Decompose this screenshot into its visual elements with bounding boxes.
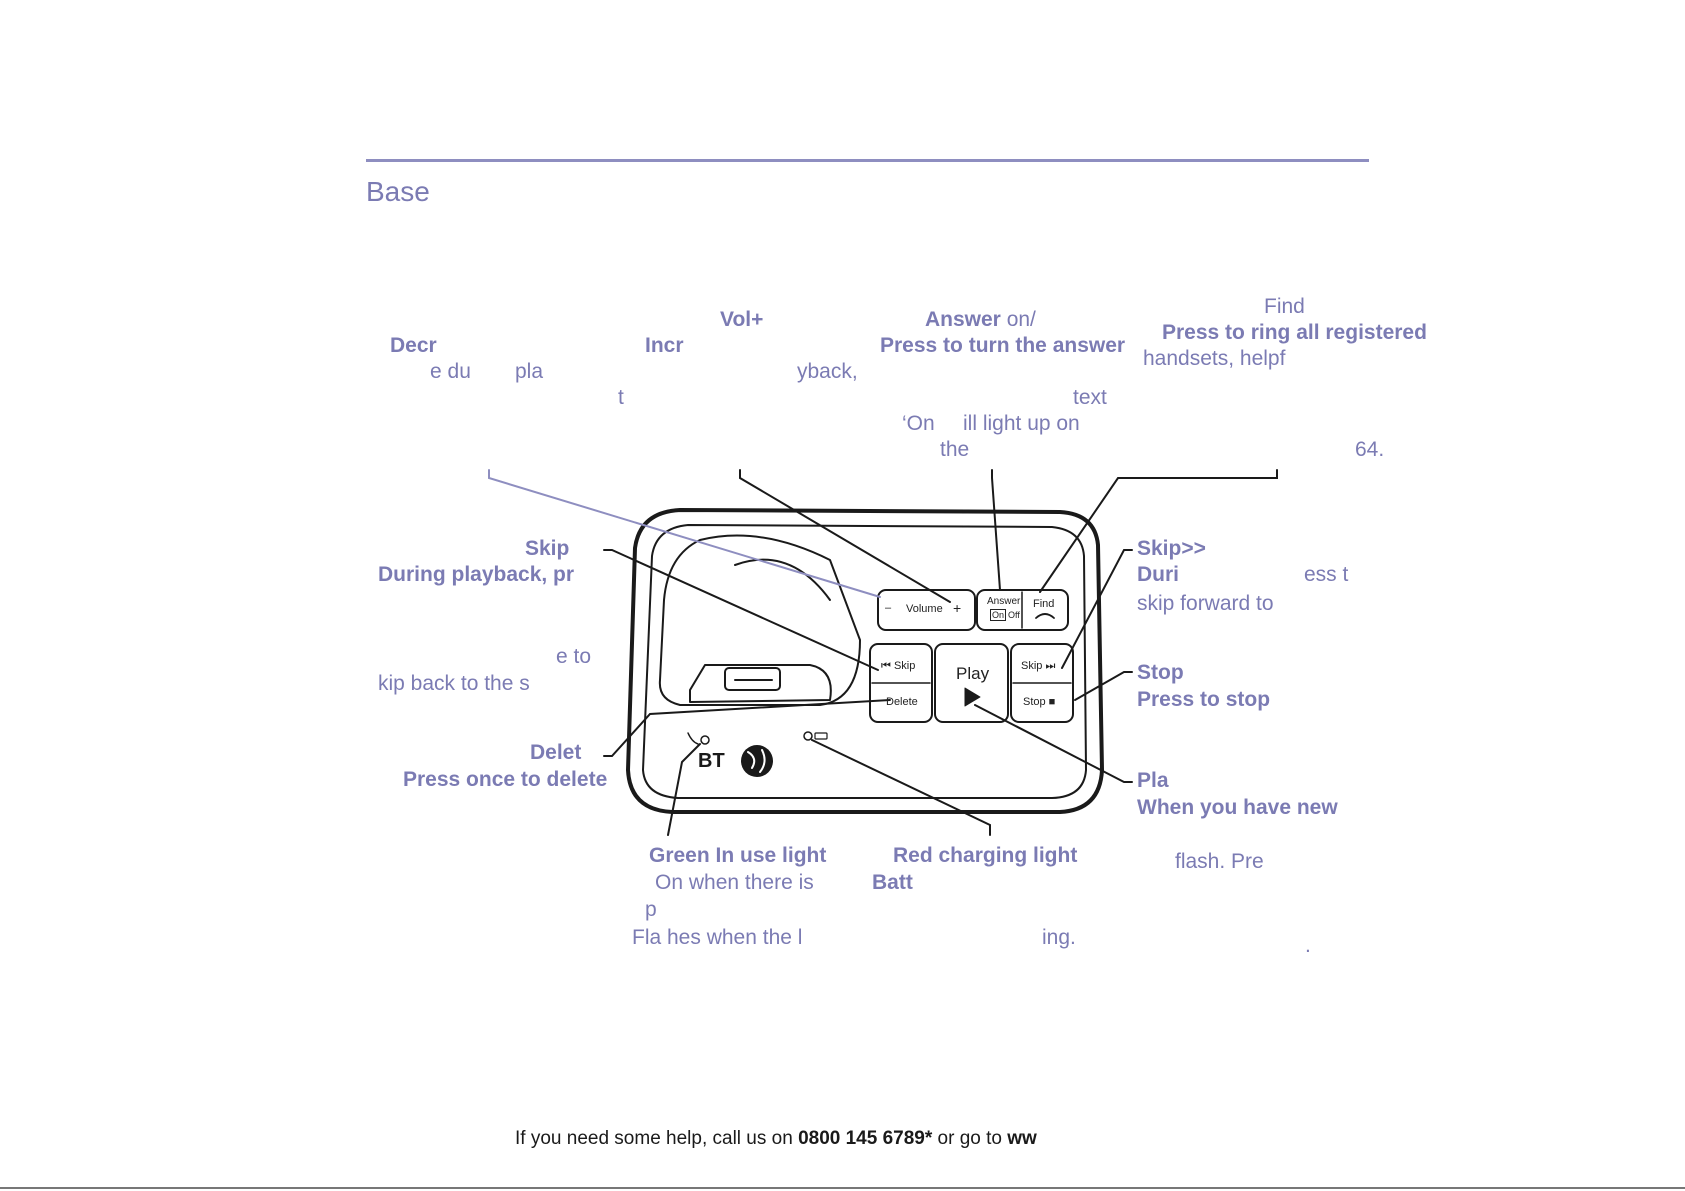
leader-vol-plus	[739, 469, 951, 603]
find-line3: 64.	[1355, 438, 1385, 461]
leader-skip-fwd	[1061, 549, 1133, 669]
delete-label: Delete	[886, 696, 918, 708]
skip-back-line3: kip back to the s	[378, 672, 530, 695]
volume-label: Volume	[906, 603, 943, 615]
vol-plus-line2: t	[618, 386, 624, 409]
vol-plus-line1: yback,	[797, 360, 858, 383]
skip-fwd-title: Skip>>	[1137, 537, 1206, 560]
find-line1: Press to ring all registered	[1162, 321, 1427, 344]
vol-plus-title: Incr	[645, 334, 684, 357]
answer-line3: ‘On	[902, 412, 935, 435]
skip-back-label: ⏮ Skip	[881, 660, 916, 672]
footer-tail: ww	[1007, 1128, 1037, 1149]
help-footer: If you need some help, call us on 0800 1…	[515, 1128, 1037, 1150]
volume-plus-label: +	[953, 600, 962, 616]
green-led-icon	[700, 735, 710, 745]
skip-back-title: Skip	[525, 537, 570, 560]
green-light-line1: On when there is	[655, 871, 814, 894]
vol-minus-line1: e du	[430, 360, 471, 383]
red-light-title: Red charging light	[893, 844, 1078, 867]
skip-back-line2: e to	[556, 645, 592, 668]
delete-line1: Press once to delete	[403, 768, 608, 791]
skip-stop-button	[1010, 643, 1074, 723]
green-light-line2: p	[645, 898, 657, 921]
cradle-arch	[734, 558, 831, 601]
section-rule	[366, 159, 1369, 162]
play-line3: .	[1305, 934, 1311, 957]
bt-logo-text: BT	[698, 750, 725, 772]
section-title: Base	[366, 176, 430, 207]
skip-fwd-label: Skip ⏭	[1021, 660, 1056, 672]
answer-title-suffix: on/	[1006, 308, 1036, 331]
answer-title-group: Answer on/	[925, 307, 1036, 333]
red-led-icon	[803, 731, 813, 741]
bottom-divider	[0, 1187, 1685, 1189]
answer-on-label: On	[990, 609, 1007, 621]
red-light-line2: ing.	[1042, 926, 1076, 949]
vol-plus-tag: Vol+	[720, 308, 764, 331]
charging-dock	[689, 664, 832, 703]
answer-line4: the	[940, 438, 970, 461]
footer-text: If you need some help, call us on	[515, 1128, 799, 1149]
leader-find	[1039, 469, 1278, 593]
skip-back-line1: During playback, pr	[378, 563, 575, 586]
leader-red-light	[811, 739, 991, 836]
play-title: Pla	[1137, 769, 1169, 792]
phone-glyph-icon	[687, 732, 699, 745]
answer-find-button	[976, 589, 1069, 631]
battery-glyph-icon	[814, 732, 828, 740]
play-line2: flash. Pre	[1175, 850, 1264, 873]
leader-green-light	[667, 743, 701, 836]
skip-delete-button	[869, 643, 933, 723]
leader-delete	[603, 699, 891, 757]
stop-line1: Press to stop	[1137, 688, 1271, 711]
skip-fwd-line2: skip forward to	[1137, 592, 1274, 615]
red-light-line1: Batt	[872, 871, 913, 894]
play-triangle-icon	[964, 687, 981, 707]
green-light-title: Green In use light	[649, 844, 827, 867]
answer-line2: text	[1073, 386, 1107, 409]
find-line2: handsets, helpf	[1143, 347, 1286, 370]
stop-title: Stop	[1137, 661, 1184, 684]
leader-skip-back	[603, 549, 879, 671]
vol-minus-title: Decr	[390, 334, 437, 357]
answer-line3b: ill light up on	[963, 412, 1080, 435]
volume-minus-label: –	[885, 602, 892, 614]
play-button	[934, 643, 1009, 723]
play-line1: When you have new	[1137, 796, 1338, 819]
answer-off-label: Off	[1008, 610, 1020, 620]
answer-line1: Press to turn the answer	[880, 334, 1126, 357]
charging-contacts	[724, 667, 781, 691]
green-light-line3: Fla hes when the l	[632, 926, 803, 949]
play-label: Play	[956, 664, 990, 683]
find-label: Find	[1033, 598, 1055, 610]
base-outer-shell	[626, 508, 1104, 814]
base-inner-shell	[642, 524, 1087, 799]
footer-phone: 0800 145 6789*	[798, 1128, 933, 1149]
skip-fwd-line1b: ess t	[1304, 563, 1349, 586]
answer-label: Answer	[987, 596, 1021, 607]
leader-answer	[991, 469, 1001, 591]
find-handset-icon	[1035, 613, 1055, 619]
leader-stop	[1074, 671, 1133, 701]
stop-label: Stop ■	[1023, 696, 1056, 708]
skip-fwd-line1a: Duri	[1137, 563, 1179, 586]
volume-button	[877, 589, 976, 631]
leader-play	[974, 704, 1133, 783]
leader-vol-minus	[488, 469, 881, 598]
vol-minus-line2: pla	[515, 360, 544, 383]
answer-title: Answer	[925, 308, 1001, 331]
delete-title: Delet	[530, 741, 582, 764]
footer-mid: or go to	[932, 1128, 1008, 1149]
bt-globe-icon	[741, 745, 773, 777]
find-title: Find	[1264, 295, 1305, 318]
